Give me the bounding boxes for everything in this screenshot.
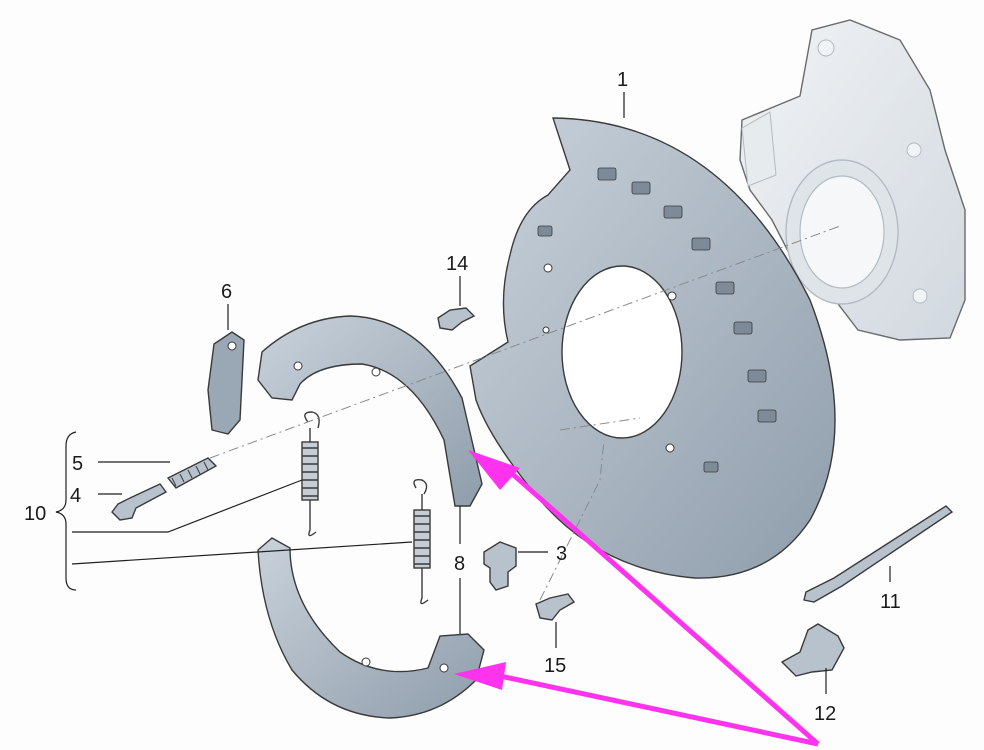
adjuster-bracket <box>207 331 245 435</box>
adjuster-nut <box>483 541 517 591</box>
return-spring-upper <box>301 411 320 537</box>
retaining-spring <box>166 457 218 489</box>
brake-shoe-upper <box>257 315 483 507</box>
callout-5: 5 <box>72 453 83 475</box>
retaining-pin <box>111 483 168 521</box>
callout-1: 1 <box>617 69 628 91</box>
brake-shoe-lower <box>257 537 485 719</box>
parking-brake-rod <box>803 505 954 603</box>
callout-labels: 1 3 4 5 6 8 10 11 12 14 15 <box>24 69 901 725</box>
callout-12: 12 <box>814 703 836 725</box>
highlight-arrows <box>454 450 820 747</box>
leader-lines <box>55 92 891 694</box>
callout-4: 4 <box>70 485 81 507</box>
callout-14: 14 <box>446 253 468 275</box>
wheel-hub <box>739 19 966 341</box>
backing-plate <box>469 117 836 579</box>
callout-15: 15 <box>544 655 566 677</box>
callout-11: 11 <box>880 591 901 613</box>
mounting-clip <box>780 623 845 677</box>
callout-6: 6 <box>221 281 232 303</box>
bolt-14 <box>437 307 476 331</box>
callout-3: 3 <box>556 543 567 565</box>
callout-10: 10 <box>24 503 46 525</box>
return-spring-lower <box>413 478 431 605</box>
callout-8: 8 <box>454 553 465 575</box>
axis-lines <box>209 225 841 601</box>
bolt-15 <box>535 593 576 621</box>
